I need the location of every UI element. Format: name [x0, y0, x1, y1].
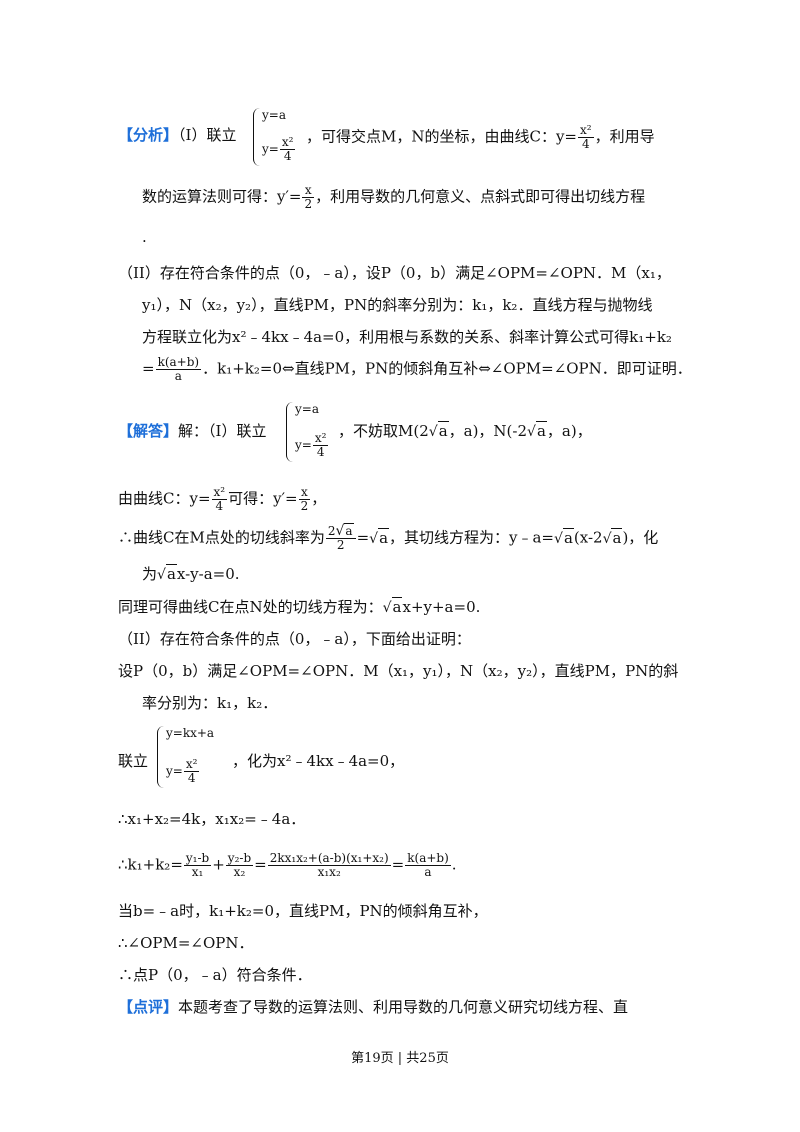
solution-line-5: 同理可得曲线C在点N处的切线方程为：ax+y+a=0. — [118, 596, 480, 619]
analysis-line-4: （II）存在符合条件的点（0，﹣a），设P（0，b）满足∠OPM=∠OPN．M（… — [118, 264, 671, 282]
analysis-line-1: 【分析】（I）联立 — [118, 126, 237, 144]
sqrt-symbol — [383, 598, 392, 616]
analysis-line-7: =k(a+b)a．k₁+k₂=0⇔直线PM，PN的倾斜角互补⇔∠OPM=∠OPN… — [142, 355, 692, 383]
sqrt-symbol — [335, 524, 344, 538]
solution-line-3: ∴曲线C在M点处的切线斜率为2a2=a，其切线方程为：y﹣a=a(x-2a)，化 — [118, 523, 658, 552]
solution-line-12: 当b=﹣a时，k₁+k₂=0，直线PM，PN的倾斜角互补， — [118, 902, 488, 920]
analysis-line-5: y₁），N（x₂，y₂），直线PM，PN的斜率分别为：k₁，k₂．直线方程与抛物… — [142, 296, 653, 314]
system-line-1: y=kx+a — [166, 726, 215, 740]
fraction: 2a2 — [325, 523, 356, 552]
comment-line: 【点评】本题考查了导数的运算法则、利用导数的几何意义研究切线方程、直 — [118, 998, 629, 1016]
solution-tag: 【解答】 — [118, 422, 179, 440]
sqrt-symbol — [429, 422, 438, 440]
solution-line-4: 为ax-y-a=0. — [142, 563, 240, 586]
fraction: k(a+b)a — [405, 851, 451, 879]
sqrt-symbol — [369, 529, 378, 547]
sqrt-symbol — [157, 565, 166, 583]
analysis-tag: 【分析】 — [118, 126, 179, 144]
sqrt-symbol — [527, 422, 536, 440]
page-footer: 第19页 | 共25页 — [351, 1051, 449, 1066]
solution-line-14: ∴点P（0，﹣a）符合条件． — [118, 966, 312, 984]
solution-line-9: 联立 — [118, 752, 149, 770]
solution-line-9b: ，化为x²﹣4kx﹣4a=0， — [232, 752, 405, 770]
solution-line-13: ∴∠OPM=∠OPN． — [118, 934, 254, 952]
sqrt-symbol — [603, 529, 612, 547]
system-line-1: y=a — [262, 108, 286, 122]
sqrt-symbol — [554, 529, 563, 547]
solution-line-10: ∴x₁+x₂=4k，x₁x₂=﹣4a． — [118, 810, 306, 828]
system-brace — [253, 108, 260, 166]
system-brace — [286, 402, 293, 462]
analysis-line-3: . — [142, 228, 147, 246]
solution-line-6: （II）存在符合条件的点（0，﹣a），下面给出证明： — [118, 630, 471, 648]
analysis-line-6: 方程联立化为x²﹣4kx﹣4a=0，利用根与系数的关系、斜率计算公式可得k₁+k… — [142, 328, 672, 346]
fraction: 2kx₁x₂+(a-b)(x₁+x₂)x₁x₂ — [267, 851, 391, 879]
system-brace — [157, 726, 164, 788]
solution-line-8: 率分别为：k₁，k₂． — [142, 694, 278, 712]
system-line-1: y=a — [295, 402, 319, 416]
solution-line-1b: ，不妨取M(2a，a)，N(-2a，a)， — [338, 420, 592, 443]
solution-line-7: 设P（0，b）满足∠OPM=∠OPN．M（x₁，y₁），N（x₂，y₂），直线P… — [118, 662, 679, 680]
fraction: k(a+b)a — [155, 355, 202, 383]
comment-tag: 【点评】 — [118, 998, 179, 1016]
solution-line-1: 【解答】解：（I）联立 — [118, 422, 267, 440]
